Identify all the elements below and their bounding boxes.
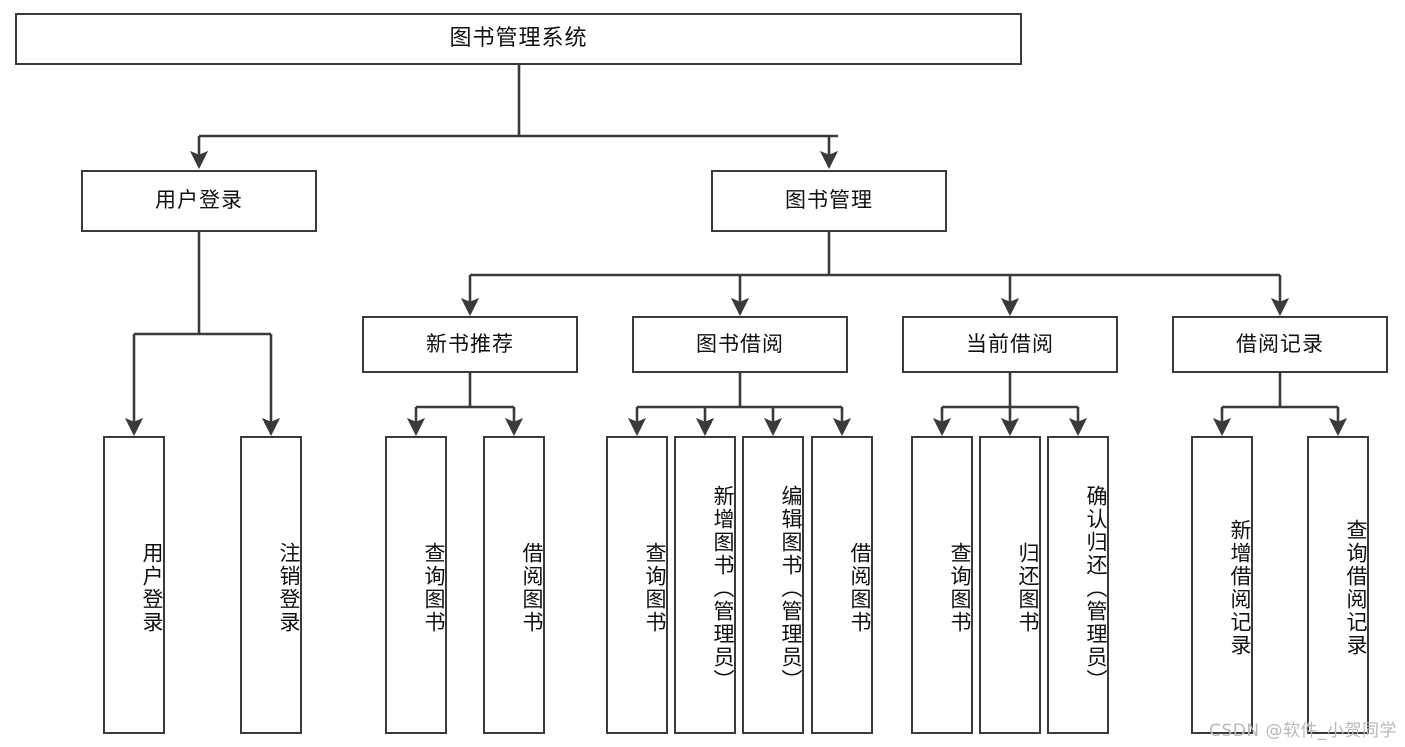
node-new-book-recommend[interactable]: 新书推荐	[362, 316, 578, 373]
leaf-query-book-current[interactable]: 查询图书	[911, 436, 973, 734]
leaf-return-book[interactable]: 归还图书	[979, 436, 1041, 734]
node-root-title[interactable]: 图书管理系统	[15, 13, 1022, 65]
node-current-borrow[interactable]: 当前借阅	[902, 316, 1118, 373]
node-label: 借阅记录	[1236, 331, 1324, 356]
node-label: 借阅图书	[520, 542, 544, 634]
node-label: 图书管理	[785, 188, 873, 213]
node-label: 新书推荐	[426, 331, 514, 356]
node-label: 当前借阅	[966, 331, 1054, 356]
node-label: 用户登录	[155, 188, 243, 213]
node-label: 确认归还（管理员）	[1084, 484, 1108, 692]
node-label: 查询图书	[422, 542, 446, 634]
leaf-query-book-recommend[interactable]: 查询图书	[385, 436, 447, 734]
csdn-watermark: CSDN @软件_小贺同学	[1209, 721, 1397, 741]
leaf-query-book-borrow[interactable]: 查询图书	[606, 436, 668, 734]
node-label: 查询图书	[643, 542, 667, 634]
node-book-borrow[interactable]: 图书借阅	[632, 316, 848, 373]
node-label: 编辑图书（管理员）	[779, 484, 803, 692]
leaf-query-borrow-record[interactable]: 查询借阅记录	[1307, 436, 1369, 734]
leaf-user-login[interactable]: 用户登录	[103, 436, 165, 734]
leaf-logout[interactable]: 注销登录	[240, 436, 302, 734]
leaf-add-borrow-record[interactable]: 新增借阅记录	[1191, 436, 1253, 734]
node-label: 图书管理系统	[449, 25, 588, 51]
leaf-edit-book-admin[interactable]: 编辑图书（管理员）	[742, 436, 804, 734]
node-label: 新增图书（管理员）	[711, 484, 735, 692]
node-label: 图书借阅	[696, 331, 784, 356]
leaf-confirm-return-admin[interactable]: 确认归还（管理员）	[1047, 436, 1109, 734]
node-label: 注销登录	[277, 542, 301, 634]
node-label: 新增借阅记录	[1228, 519, 1252, 657]
node-label: 归还图书	[1016, 542, 1040, 634]
node-user-login[interactable]: 用户登录	[81, 170, 317, 232]
node-label: 查询图书	[948, 542, 972, 634]
node-label: 用户登录	[140, 542, 164, 634]
node-label: 借阅图书	[848, 542, 872, 634]
node-borrow-record[interactable]: 借阅记录	[1172, 316, 1388, 373]
node-book-management[interactable]: 图书管理	[711, 170, 947, 232]
leaf-add-book-admin[interactable]: 新增图书（管理员）	[674, 436, 736, 734]
node-label: 查询借阅记录	[1344, 519, 1368, 657]
leaf-borrow-book-recommend[interactable]: 借阅图书	[483, 436, 545, 734]
leaf-borrow-book[interactable]: 借阅图书	[811, 436, 873, 734]
